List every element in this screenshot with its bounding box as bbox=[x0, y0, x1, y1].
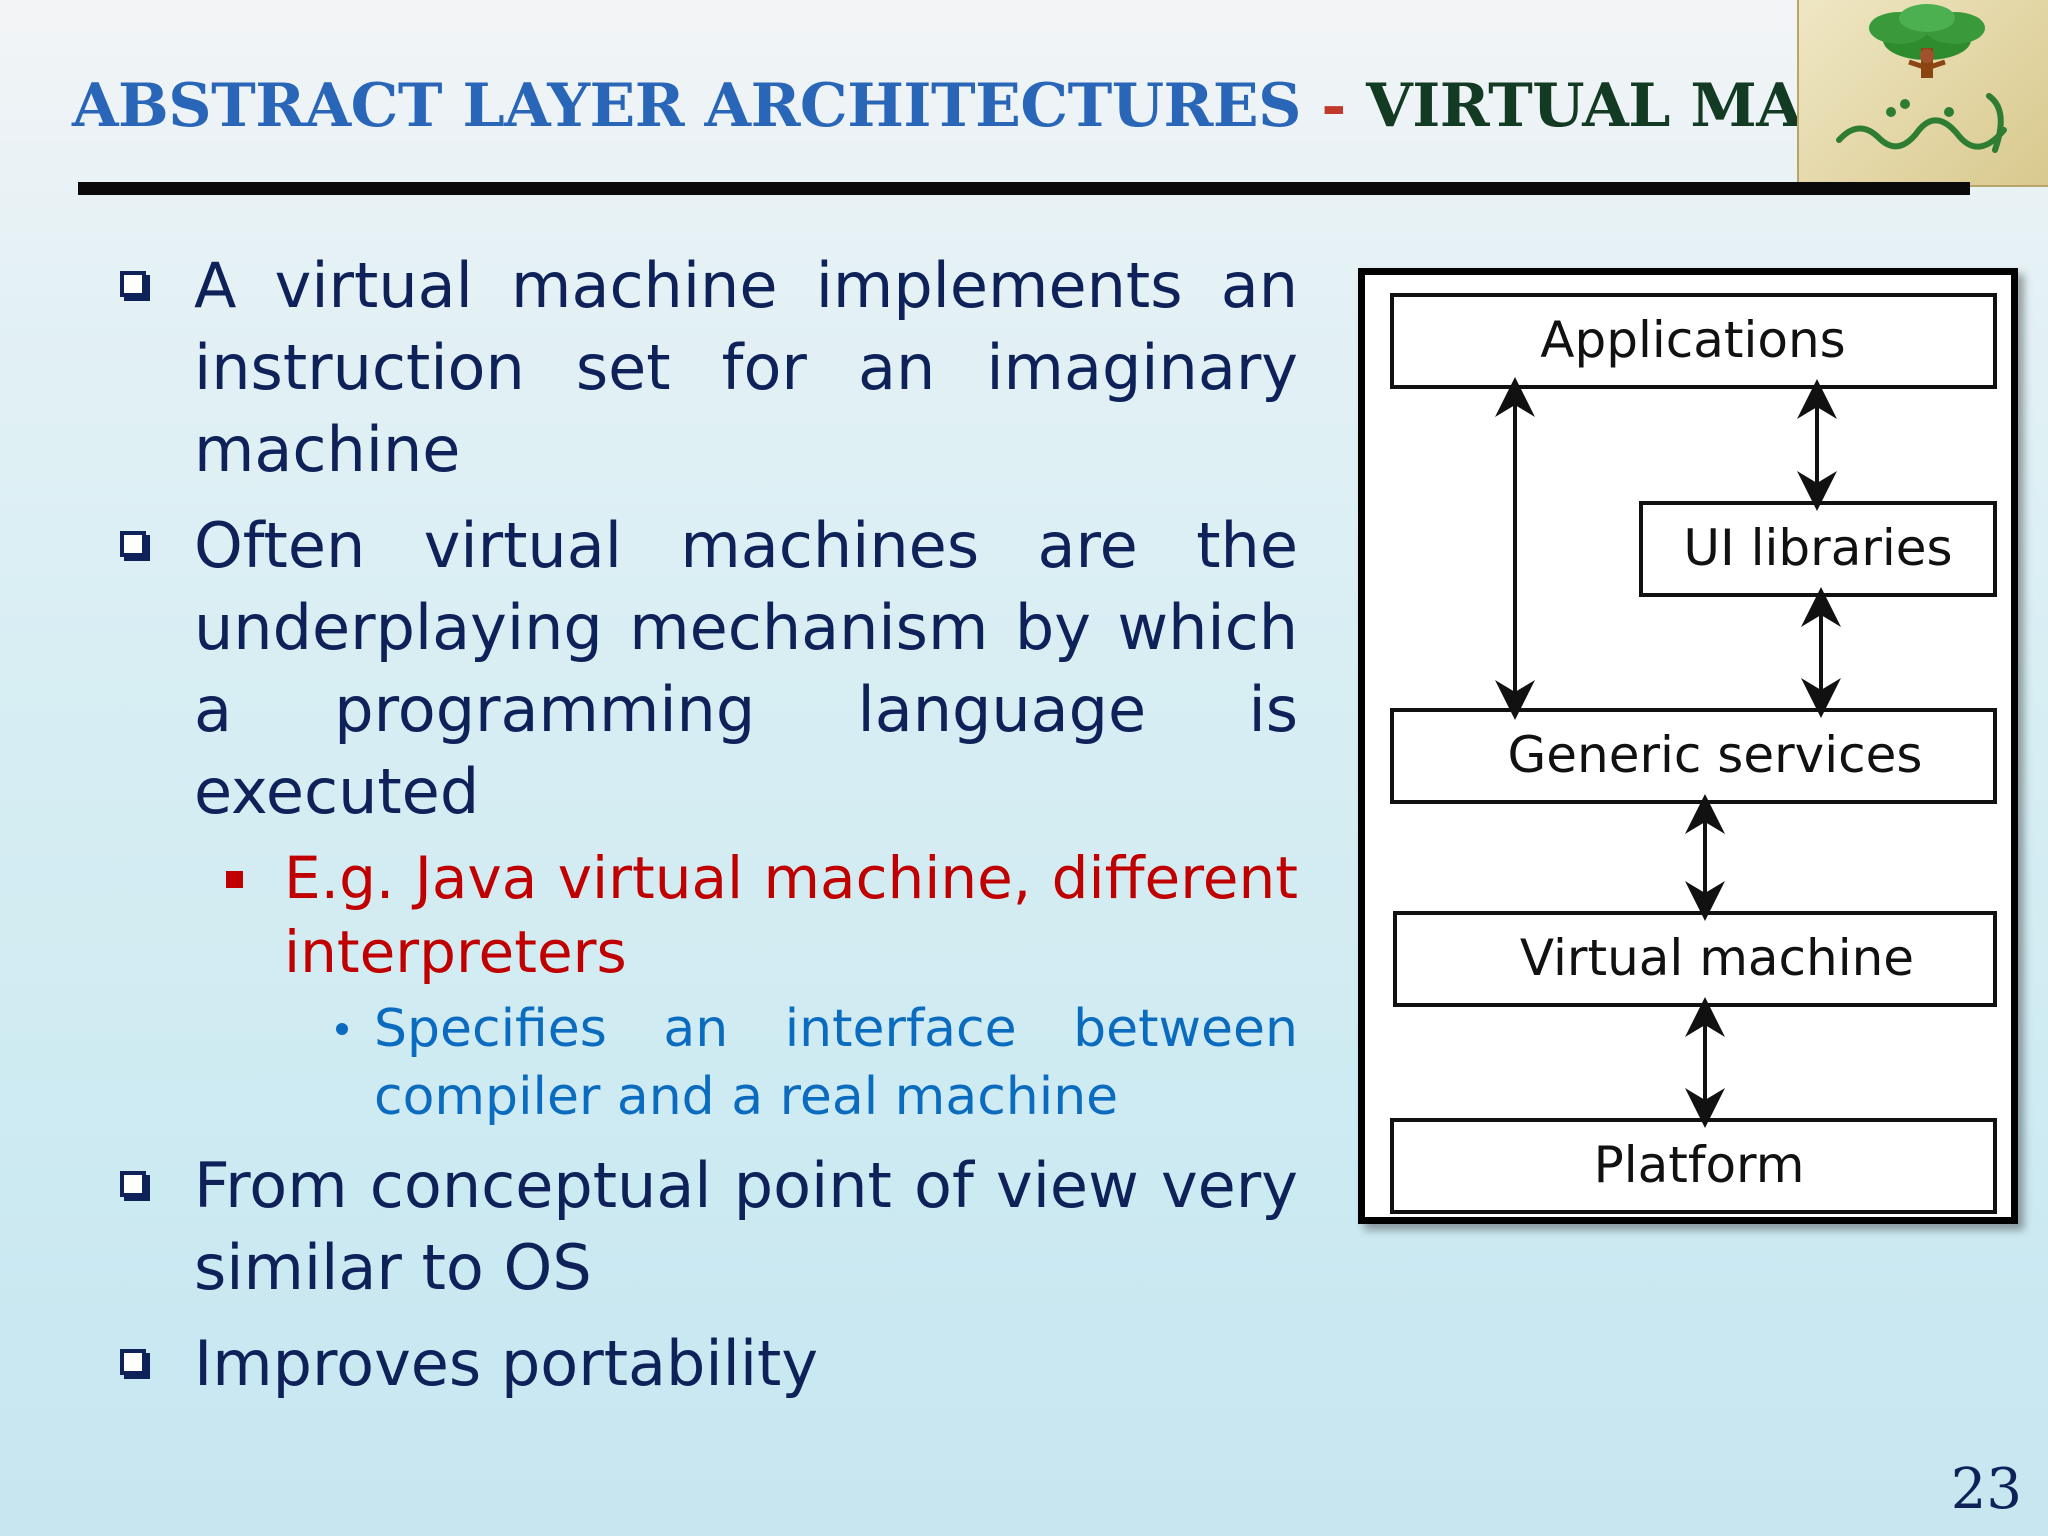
bullet-3-text: From conceptual point of view very simil… bbox=[194, 1149, 1298, 1304]
virtual-machine-label: Virtual machine bbox=[1520, 929, 1914, 987]
checkbox-bullet-icon bbox=[120, 271, 146, 297]
bullet-2-sub-sub: Specifies an interface between compiler … bbox=[336, 995, 1298, 1131]
title-part-1: ABSTRACT LAYER ARCHITECTURES bbox=[72, 71, 1301, 141]
generic-services-label: Generic services bbox=[1508, 726, 1923, 784]
bullet-4: Improves portability bbox=[118, 1323, 1298, 1405]
bullet-1: A virtual machine implements an instruct… bbox=[118, 245, 1298, 491]
bullet-2-sub-text: E.g. Java virtual machine, different int… bbox=[284, 844, 1298, 986]
bullet-2: Often virtual machines are the underplay… bbox=[118, 505, 1298, 833]
page-number: 23 bbox=[1950, 1457, 2022, 1522]
applications-box bbox=[1390, 293, 1997, 389]
square-bullet-icon bbox=[226, 871, 243, 888]
dot-bullet-icon bbox=[336, 1023, 348, 1035]
layer-diagram-svg: Applications UI libraries Generic servic… bbox=[1390, 293, 1997, 1214]
platform-label: Platform bbox=[1594, 1136, 1805, 1194]
slide-title: ABSTRACT LAYER ARCHITECTURES - VIRTUAL M… bbox=[72, 64, 2033, 148]
checkbox-bullet-icon bbox=[120, 531, 146, 557]
bullet-list: A virtual machine implements an instruct… bbox=[118, 245, 1298, 1405]
checkbox-bullet-icon bbox=[120, 1171, 146, 1197]
bullet-1-text: A virtual machine implements an instruct… bbox=[194, 249, 1298, 486]
bullet-3: From conceptual point of view very simil… bbox=[118, 1145, 1298, 1309]
bullet-4-text: Improves portability bbox=[194, 1327, 819, 1400]
applications-label: Applications bbox=[1540, 311, 1845, 369]
bullet-2-text: Often virtual machines are the underplay… bbox=[194, 509, 1298, 828]
tree-person-logo-icon bbox=[1836, 4, 2007, 153]
generic-services-box bbox=[1390, 708, 1997, 804]
bullet-2-sub-sub-text: Specifies an interface between compiler … bbox=[374, 999, 1298, 1127]
layer-diagram: Applications UI libraries Generic servic… bbox=[1358, 268, 2018, 1224]
platform-box bbox=[1390, 1118, 1997, 1214]
checkbox-bullet-icon bbox=[120, 1349, 146, 1375]
virtual-machine-box bbox=[1393, 911, 1997, 1007]
title-underline bbox=[78, 182, 1970, 195]
bullet-2-sub: E.g. Java virtual machine, different int… bbox=[226, 841, 1298, 989]
title-separator: - bbox=[1300, 71, 1367, 141]
ui-libraries-label: UI libraries bbox=[1683, 519, 1952, 577]
logo bbox=[1797, 0, 2048, 187]
